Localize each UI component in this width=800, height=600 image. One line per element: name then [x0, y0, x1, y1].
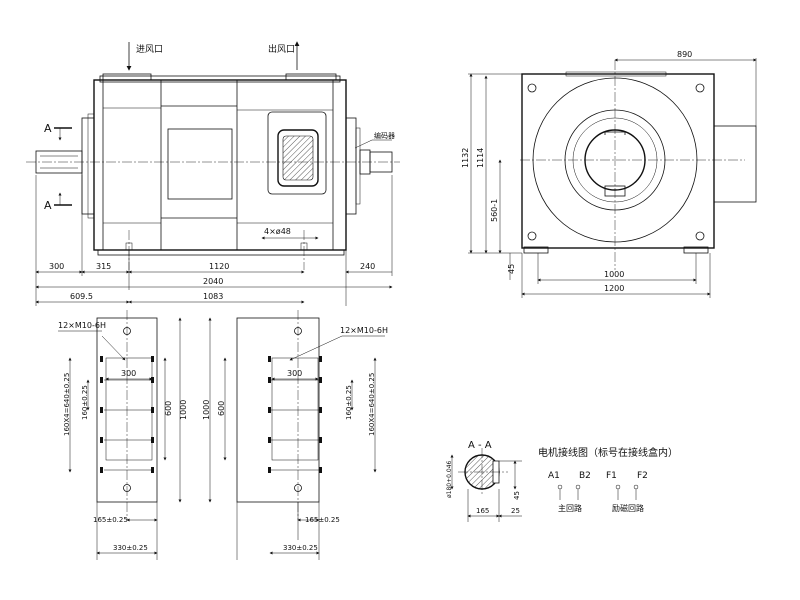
dim-560: 560-1	[490, 199, 499, 222]
dim-45: 45	[507, 264, 516, 274]
wiring-diagram: 电机接线图（标号在接线盒内） A1 B2 F1 F2 主回路 励磁回路	[538, 446, 678, 513]
front-dims: 300 315 1120 240 2040 609.5 1083	[35, 175, 393, 306]
encoder-label: 编码器	[374, 131, 395, 140]
terminal-a1: A1	[548, 471, 560, 481]
dim-2040: 2040	[203, 277, 223, 286]
terminal-f2: F2	[637, 471, 648, 481]
foot-view-right: 12×M10-6H 300 160X4=640±0.25 160±0.25 60…	[202, 310, 388, 560]
dim-1000-right: 1000	[202, 400, 211, 420]
dim-330-left: 330±0.25	[113, 544, 148, 552]
field-circuit-label: 励磁回路	[612, 503, 644, 513]
dim-600-right: 600	[217, 401, 226, 416]
dim-240: 240	[360, 262, 375, 271]
dim-dia: ø180+0.046	[446, 460, 453, 498]
dim-45-section: 45	[513, 491, 521, 500]
dim-165-section: 165	[476, 507, 489, 515]
dim-160x4-left: 160X4=640±0.25	[63, 373, 71, 436]
end-view: 890 1132 1114 560-1 45 1000 1200	[461, 50, 757, 298]
dim-315: 315	[96, 262, 111, 271]
air-outlet-label: 出风口	[268, 43, 295, 55]
front-view: 进风口 出风口 A A 编码器 4×ø48 300 315 1120	[26, 41, 400, 306]
dim-1000-left: 1000	[179, 400, 188, 420]
dim-600-left: 600	[164, 401, 173, 416]
terminal-b2: B2	[579, 471, 591, 481]
main-circuit-label: 主回路	[558, 503, 582, 513]
terminal-f1: F1	[606, 471, 617, 481]
section-mark-top: A	[44, 122, 52, 135]
dim-1114: 1114	[476, 148, 485, 168]
dim-300: 300	[49, 262, 64, 271]
section-mark-bottom: A	[44, 199, 52, 212]
dim-holes: 4×ø48	[264, 227, 291, 236]
air-inlet-label: 进风口	[136, 44, 163, 55]
dim-609-5: 609.5	[70, 292, 93, 301]
bolt-label-left: 12×M10-6H	[58, 321, 106, 330]
dim-1132: 1132	[461, 148, 470, 168]
dim-300-right: 300	[287, 369, 302, 378]
dim-1083: 1083	[203, 292, 223, 301]
dim-160x4-right: 160X4=640±0.25	[368, 373, 376, 436]
dim-1200: 1200	[604, 284, 624, 293]
wiring-title: 电机接线图（标号在接线盒内）	[538, 446, 678, 459]
dim-1120: 1120	[209, 262, 229, 271]
dim-1000: 1000	[604, 270, 624, 279]
foot-view-left: 12×M10-6H 300 160X4=640±0.25 160±0.25 60…	[58, 310, 188, 560]
dim-160-left: 160±0.25	[81, 385, 89, 420]
dim-300-left: 300	[121, 369, 136, 378]
dim-165-left: 165±0.25	[93, 516, 128, 524]
section-title: A - A	[468, 440, 492, 451]
dim-160-right: 160±0.25	[345, 385, 353, 420]
bolt-label-right: 12×M10-6H	[340, 326, 388, 335]
dim-890: 890	[677, 50, 692, 59]
section-a-a: A - A ø180+0.046 165 25 45	[446, 440, 522, 522]
dim-330-right: 330±0.25	[283, 544, 318, 552]
dim-25-section: 25	[511, 507, 520, 515]
dim-165-right: 165±0.25	[305, 516, 340, 524]
